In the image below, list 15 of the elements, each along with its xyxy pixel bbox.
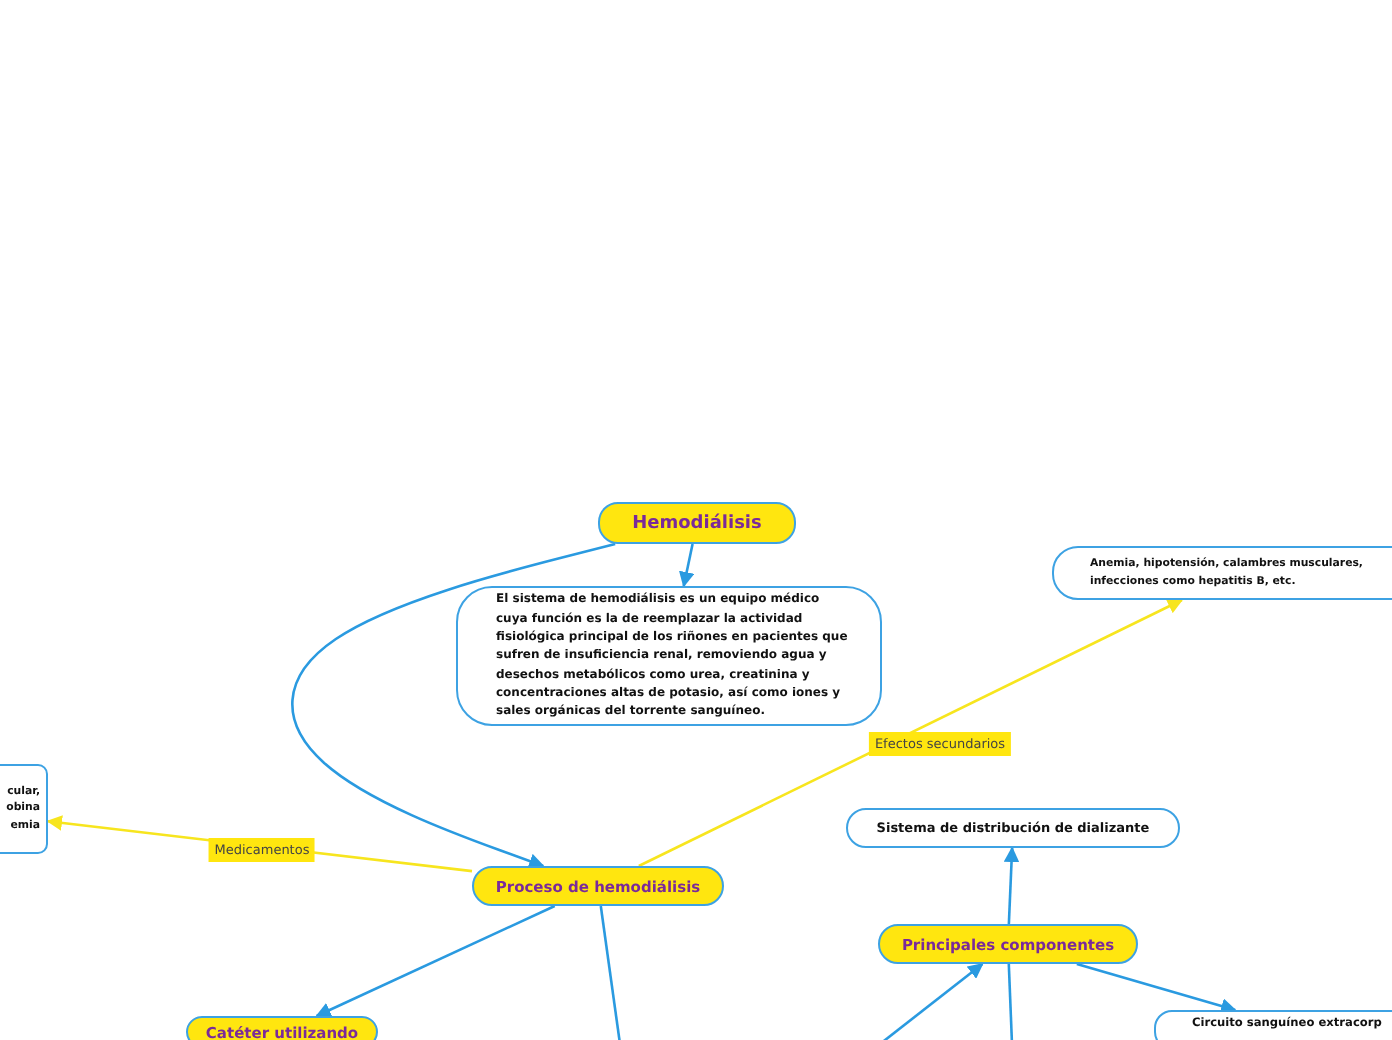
note-box	[1052, 546, 1392, 600]
note-box	[456, 586, 882, 726]
topic-box	[878, 924, 1138, 964]
labeled-arrow	[638, 598, 1184, 868]
topic-box	[472, 866, 724, 906]
arrow	[1076, 962, 1237, 1014]
note-box	[846, 808, 1180, 848]
arrow	[1003, 846, 1020, 925]
topic-title: Hemodiálisis	[632, 513, 762, 533]
arrow	[315, 904, 556, 1018]
arrow	[291, 542, 616, 869]
arrow	[679, 543, 695, 588]
topic-box	[598, 502, 796, 544]
topic-box	[186, 1016, 378, 1040]
arrow	[879, 962, 984, 1040]
